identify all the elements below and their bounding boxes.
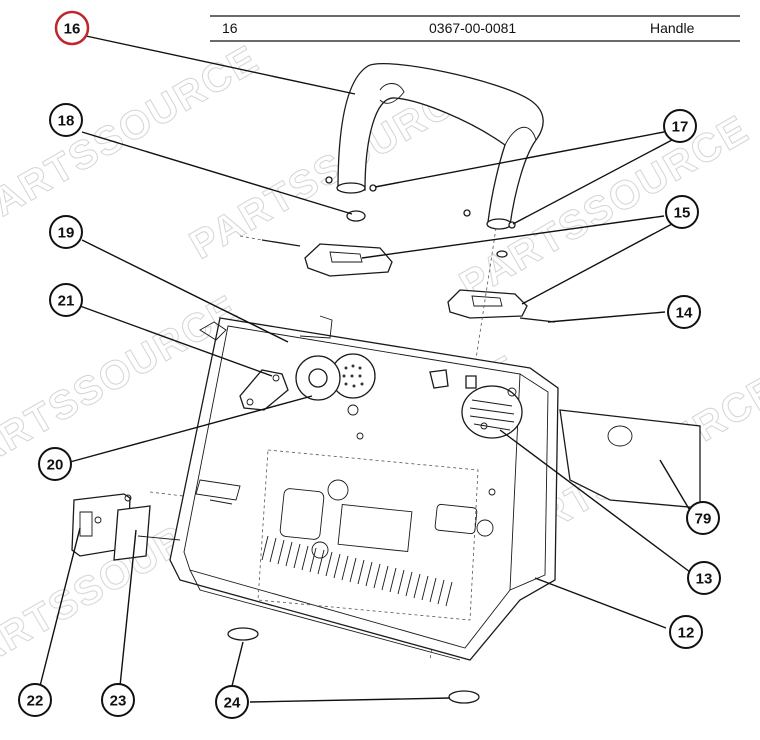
callout-12: 12: [669, 615, 703, 649]
callout-circle: [667, 295, 701, 329]
callout-circle: [38, 447, 72, 481]
callout-circle: [215, 685, 249, 719]
callout-circle: [18, 683, 52, 717]
side-grill: [461, 385, 523, 439]
callout-label: 19: [58, 225, 75, 242]
handle-part: [336, 63, 544, 230]
leader-17: [512, 139, 673, 225]
leader-23: [119, 529, 137, 687]
leader-16: [85, 35, 356, 95]
leader-22: [39, 527, 81, 687]
header-item-number: 16: [222, 20, 238, 36]
callout-17: 17: [663, 109, 697, 143]
callout-label: 17: [672, 119, 689, 136]
callout-label: 15: [674, 205, 691, 222]
callout-79: 79: [686, 501, 720, 535]
callout-24: 24: [215, 685, 249, 719]
header-part-number: 0367-00-0081: [429, 20, 516, 36]
callout-circle: [665, 195, 699, 229]
leader-15: [521, 223, 673, 305]
callout-18: 18: [49, 103, 83, 137]
callout-label: 79: [695, 511, 712, 528]
leader-13: [499, 429, 691, 573]
assembly-axis: [149, 491, 201, 499]
callout-circle: [49, 103, 83, 137]
callout-label: 12: [678, 625, 695, 642]
leader-18: [81, 131, 353, 215]
callout-14: 14: [667, 295, 701, 329]
leader-14: [547, 311, 666, 323]
callout-15: 15: [665, 195, 699, 229]
callout-label: 18: [58, 113, 75, 130]
callout-circle: [663, 109, 697, 143]
callout-22: 22: [18, 683, 52, 717]
leader-17: [374, 131, 665, 188]
callout-circle: [49, 283, 83, 317]
callout-label: 20: [47, 457, 64, 474]
callout-circle: [49, 215, 83, 249]
hinge-bracket-left: [239, 235, 393, 277]
inner-fasteners: [356, 369, 496, 496]
leader-24: [231, 641, 244, 687]
speaker-assembly: [239, 353, 376, 416]
callout-label: 21: [58, 293, 75, 310]
leader-24: [249, 697, 451, 703]
callout-21: 21: [49, 283, 83, 317]
callout-label: 23: [110, 693, 127, 710]
callout-label: 16: [64, 21, 81, 38]
leader-21: [79, 305, 273, 377]
handle-screws: [325, 176, 516, 258]
callout-19: 19: [49, 215, 83, 249]
callout-label: 24: [224, 695, 241, 712]
leader-15: [361, 215, 665, 259]
rubber-feet: [227, 627, 480, 704]
leader-79: [659, 459, 693, 515]
callout-13: 13: [687, 561, 721, 595]
leader-12: [534, 577, 667, 629]
callout-circle: [101, 683, 135, 717]
header-description: Handle: [650, 20, 695, 36]
callout-circle: [687, 561, 721, 595]
callout-label: 22: [27, 693, 44, 710]
callout-circle: [669, 615, 703, 649]
callout-label: 14: [676, 305, 693, 322]
leader-20: [69, 395, 313, 463]
callout-circle: [686, 501, 720, 535]
leader-19: [81, 239, 289, 343]
callout-circle: [54, 10, 90, 46]
callout-label: 13: [696, 571, 713, 588]
callout-23: 23: [101, 683, 135, 717]
leader-lines: [39, 35, 693, 703]
housing-ribs: [261, 535, 453, 607]
callout-16: 16: [54, 10, 90, 46]
part-header-row: 16 0367-00-0081 Handle: [210, 15, 740, 42]
label-plate: [559, 409, 701, 509]
callout-layer: 16 18 17 19 15 21 14 20 79 13 12 22 23 24: [18, 10, 721, 719]
callout-20: 20: [38, 447, 72, 481]
